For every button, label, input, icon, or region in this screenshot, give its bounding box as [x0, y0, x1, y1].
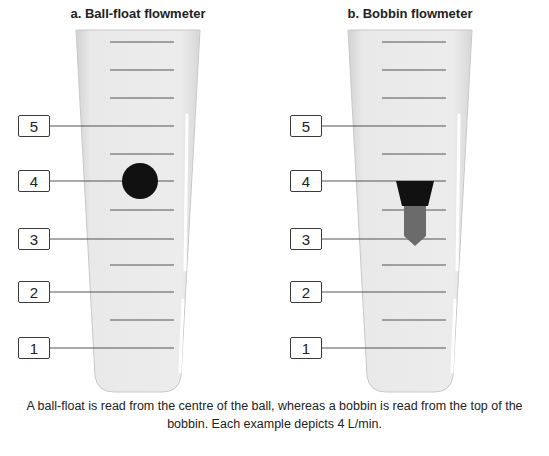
bobbin-flowmeter-tube [348, 30, 472, 392]
major-graduation [322, 125, 446, 126]
minor-graduation [110, 319, 174, 320]
scale-number: 3 [30, 231, 38, 248]
scale-number-box: 1 [18, 337, 50, 359]
scale-number-box: 3 [290, 228, 322, 250]
scale-number: 4 [30, 173, 38, 190]
meter-heading: b. Bobbin flowmeter [348, 6, 473, 21]
scale-number-box: 3 [18, 228, 50, 250]
scale-number: 3 [302, 231, 310, 248]
scale-number: 5 [302, 118, 310, 135]
scale-number: 2 [30, 284, 38, 301]
major-graduation [50, 347, 174, 348]
scale-number-box: 2 [18, 281, 50, 303]
major-graduation [322, 291, 446, 292]
scale-number-box: 2 [290, 281, 322, 303]
meter-heading: a. Ball-float flowmeter [70, 6, 205, 21]
minor-graduation [110, 209, 174, 210]
ball-flowmeter-tube [76, 30, 200, 392]
major-graduation [322, 347, 446, 348]
figure-caption: A ball-float is read from the centre of … [20, 397, 529, 433]
scale-number: 5 [30, 118, 38, 135]
minor-graduation [382, 319, 446, 320]
minor-graduation [382, 69, 446, 70]
scale-number-box: 1 [290, 337, 322, 359]
major-graduation [322, 238, 446, 239]
glass-highlight [185, 115, 187, 270]
major-graduation [50, 238, 174, 239]
minor-graduation [110, 97, 174, 98]
minor-graduation [110, 69, 174, 70]
minor-graduation [382, 264, 446, 265]
minor-graduation [382, 97, 446, 98]
glass-highlight [457, 115, 459, 270]
ball-float [122, 163, 158, 199]
scale-number-box: 5 [290, 115, 322, 137]
bobbin [396, 181, 434, 246]
scale-number: 1 [302, 340, 310, 357]
scale-number: 4 [302, 173, 310, 190]
minor-graduation [110, 264, 174, 265]
minor-graduation [382, 41, 446, 42]
minor-graduation [110, 41, 174, 42]
scale-number-box: 5 [18, 115, 50, 137]
scale-number-box: 4 [290, 170, 322, 192]
glass-highlight [180, 300, 183, 372]
scale-number: 1 [30, 340, 38, 357]
scale-number: 2 [302, 284, 310, 301]
scale-number-box: 4 [18, 170, 50, 192]
minor-graduation [110, 153, 174, 154]
major-graduation [50, 291, 174, 292]
glass-highlight [452, 300, 455, 372]
minor-graduation [382, 153, 446, 154]
major-graduation [50, 125, 174, 126]
